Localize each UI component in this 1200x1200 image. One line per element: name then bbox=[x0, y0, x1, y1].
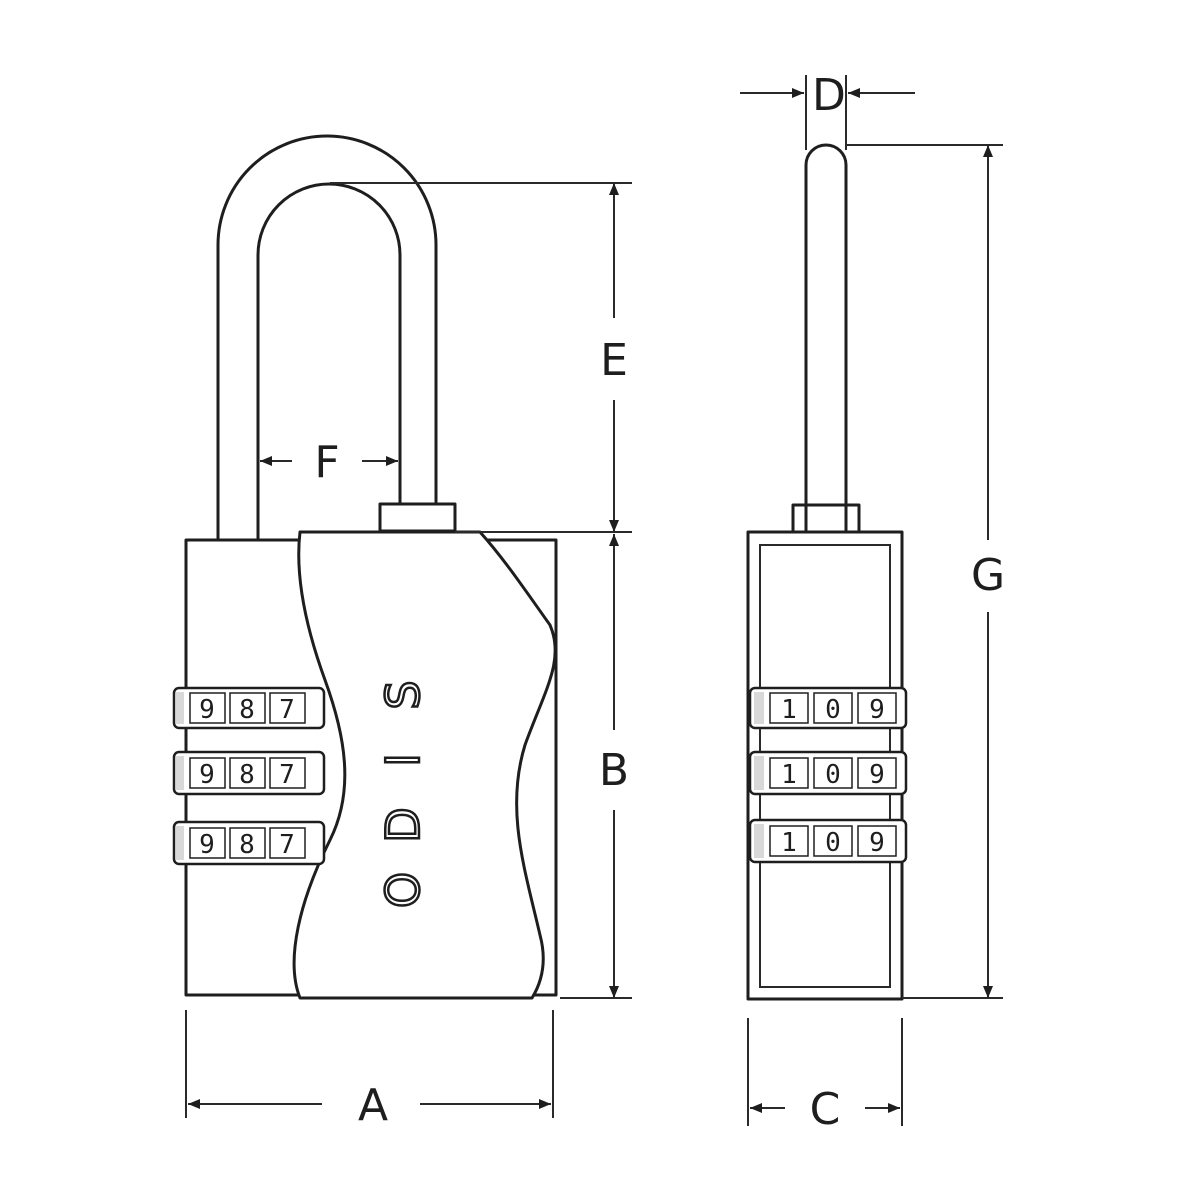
dim-label-a: A bbox=[358, 1080, 388, 1131]
front-body-cover bbox=[292, 530, 557, 1000]
front-dial-3-digit-1: 9 bbox=[199, 830, 215, 860]
dimension-lines: E B F A C D G bbox=[185, 70, 1005, 1135]
side-dial-3-digit-2: 0 bbox=[825, 828, 841, 858]
side-dial-3[interactable]: 1 0 9 bbox=[748, 818, 908, 864]
front-dial-3-digit-2: 8 bbox=[239, 830, 255, 860]
front-dial-1-digit-2: 8 bbox=[239, 695, 255, 725]
front-dial-2[interactable]: 9 8 7 bbox=[172, 750, 326, 796]
side-dial-1[interactable]: 1 0 9 bbox=[748, 686, 908, 730]
front-dial-3-digit-3: 7 bbox=[279, 830, 295, 860]
front-view: O D I S 9 8 7 9 8 7 bbox=[172, 134, 558, 1000]
side-dial-2[interactable]: 1 0 9 bbox=[748, 750, 908, 796]
front-dial-1-digit-3: 7 bbox=[279, 695, 295, 725]
side-dial-2-digit-3: 9 bbox=[869, 760, 885, 790]
front-shackle bbox=[216, 134, 438, 542]
dim-label-e: E bbox=[600, 335, 628, 386]
front-dial-1-digit-1: 9 bbox=[199, 695, 215, 725]
brand-letter-i: I bbox=[376, 753, 430, 767]
side-dial-3-digit-1: 1 bbox=[781, 828, 797, 858]
side-collar bbox=[791, 503, 861, 535]
front-dial-2-digit-2: 8 bbox=[239, 760, 255, 790]
brand-letter-o: O bbox=[376, 872, 430, 908]
dim-label-f: F bbox=[314, 437, 339, 488]
brand-logo: O D I S bbox=[375, 679, 432, 909]
side-shackle bbox=[804, 143, 848, 532]
dim-label-d: D bbox=[812, 70, 846, 121]
side-dial-2-digit-1: 1 bbox=[781, 760, 797, 790]
front-dial-1[interactable]: 9 8 7 bbox=[172, 686, 326, 730]
front-dial-2-digit-3: 7 bbox=[279, 760, 295, 790]
front-dial-3[interactable]: 9 8 7 bbox=[172, 820, 326, 866]
side-dial-1-digit-1: 1 bbox=[781, 695, 797, 725]
side-dial-1-digit-3: 9 bbox=[869, 695, 885, 725]
side-dial-2-digit-2: 0 bbox=[825, 760, 841, 790]
dim-label-b: B bbox=[599, 745, 629, 796]
shackle-collar bbox=[378, 502, 457, 533]
side-view: 1 0 9 1 0 9 1 0 9 bbox=[746, 143, 908, 1001]
brand-letter-s: S bbox=[376, 680, 430, 709]
front-dial-2-digit-1: 9 bbox=[199, 760, 215, 790]
brand-letter-d: D bbox=[376, 807, 430, 842]
dim-label-g: G bbox=[971, 550, 1005, 601]
dim-label-c: C bbox=[810, 1084, 841, 1135]
side-dial-1-digit-2: 0 bbox=[825, 695, 841, 725]
side-dial-3-digit-3: 9 bbox=[869, 828, 885, 858]
front-shackle-inner bbox=[256, 182, 402, 542]
